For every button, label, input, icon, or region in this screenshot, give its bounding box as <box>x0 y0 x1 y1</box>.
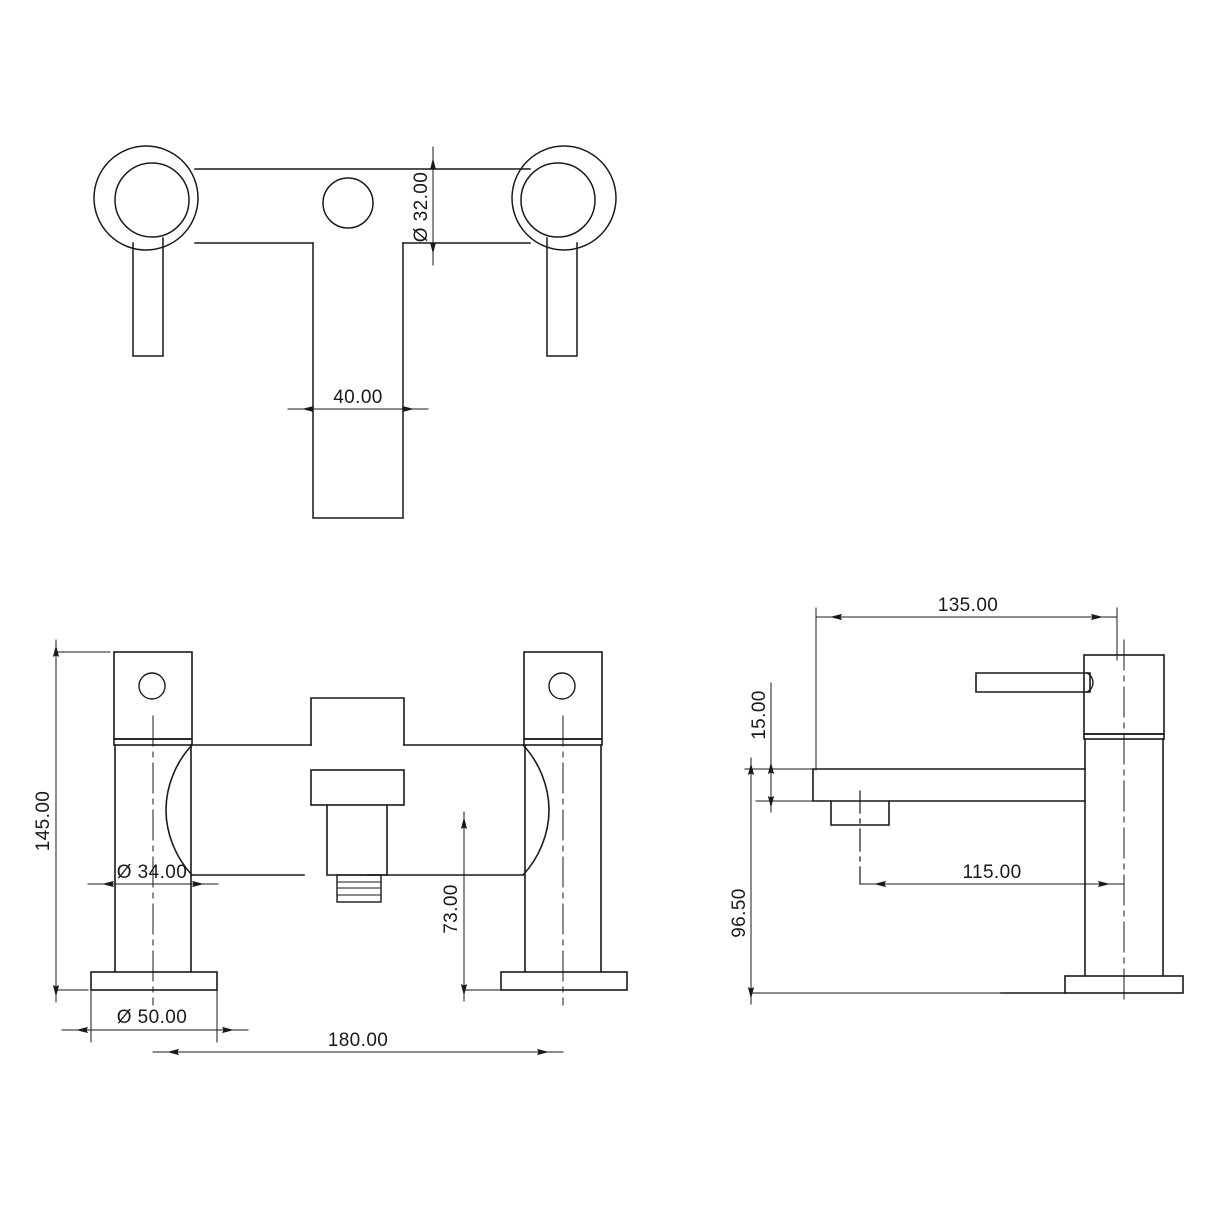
front-body-right-taper <box>521 743 550 877</box>
dim-label-d115: 115.00 <box>962 862 1021 883</box>
top-diverter-circle <box>322 177 374 229</box>
side-view <box>744 607 1184 1005</box>
dim-label-h15: 15.00 <box>749 690 770 740</box>
top-left-escutcheon-outer <box>93 145 199 251</box>
top-spout-outline <box>312 242 404 519</box>
dim-label-h73: 73.00 <box>441 884 462 934</box>
dim-label-dia32: Ø 32.00 <box>411 172 432 242</box>
top-right-handle-boss <box>520 162 596 238</box>
front-outlet-thread <box>336 874 382 903</box>
front-left-base-flange <box>90 971 218 991</box>
top-right-lever <box>546 237 578 357</box>
top-left-lever <box>132 237 164 357</box>
top-right-escutcheon-outer <box>511 145 617 251</box>
dim-label-d135: 135.00 <box>938 595 999 616</box>
side-outlet-nozzle <box>830 800 890 826</box>
dim-label-w180: 180.00 <box>328 1030 389 1051</box>
top-view <box>93 145 617 519</box>
front-body-left-taper <box>165 743 194 877</box>
front-diverter-cap <box>310 769 405 806</box>
front-right-base-flange <box>500 971 628 991</box>
front-right-handle-hole <box>548 672 576 700</box>
side-lever-handle <box>975 672 1091 693</box>
front-left-handle-hole <box>138 672 166 700</box>
dim-label-h9650: 96.50 <box>729 888 750 938</box>
dim-label-dia34: Ø 34.00 <box>117 862 187 883</box>
side-lever-end-radius <box>1086 672 1094 693</box>
dimension-labels: Ø 32.00 40.00 145.00 Ø 34.00 Ø 50.00 73.… <box>33 172 1021 1051</box>
top-left-handle-boss <box>114 162 190 238</box>
front-diverter-neck <box>326 804 388 876</box>
side-spout-body <box>812 768 1086 802</box>
dim-label-w40: 40.00 <box>333 387 383 408</box>
dim-label-dia50: Ø 50.00 <box>117 1007 187 1028</box>
front-riser-block <box>310 697 405 746</box>
dim-label-h145: 145.00 <box>33 791 54 852</box>
front-view <box>52 639 628 1056</box>
